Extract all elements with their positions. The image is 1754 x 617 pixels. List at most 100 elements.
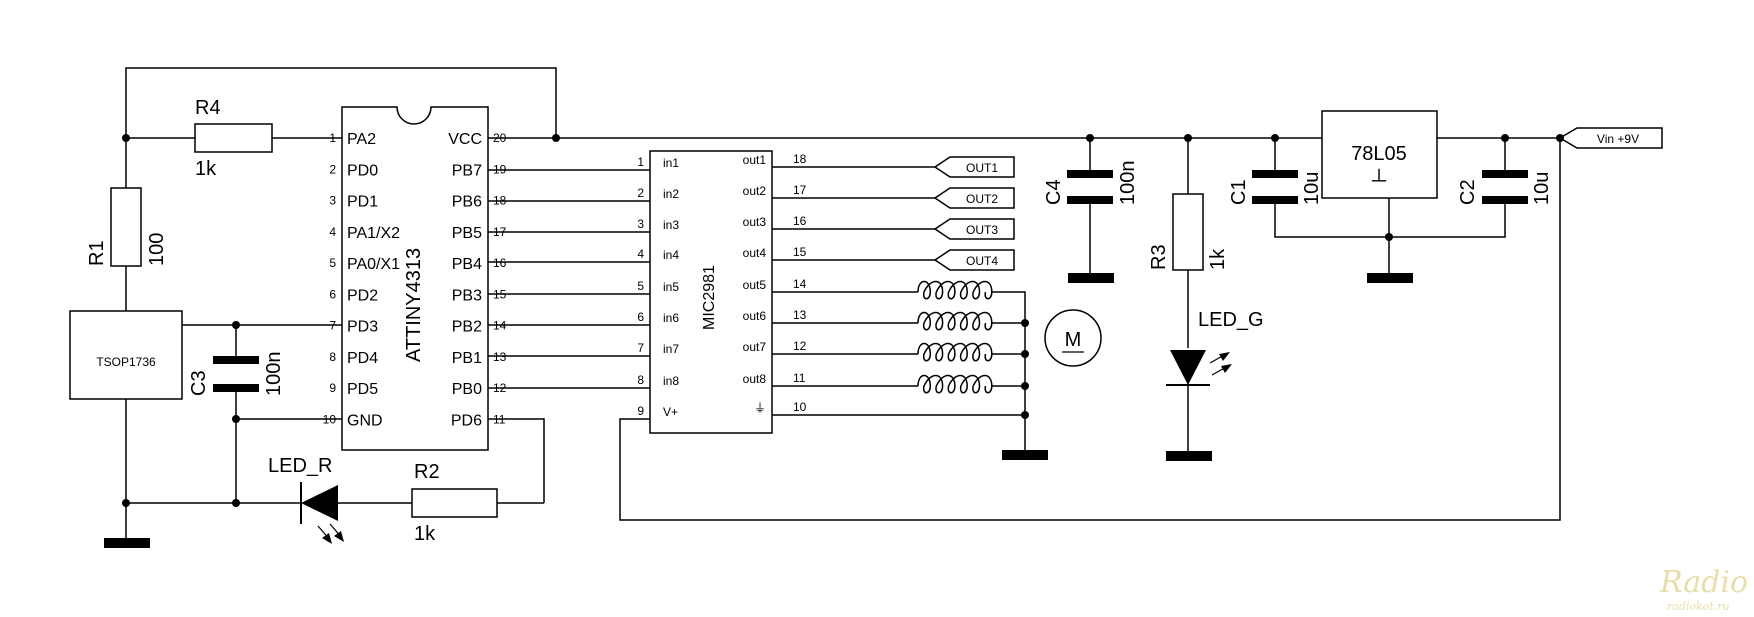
driver-output-name: ⏚ — [754, 401, 766, 415]
vin-net-label: Vin +9V — [1558, 127, 1663, 149]
capacitor-c2: C2 10u — [1457, 170, 1553, 205]
output-net-label: OUT1 — [933, 156, 1015, 178]
driver-output-number: 10 — [793, 400, 807, 414]
output-net-label: OUT3 — [933, 218, 1015, 240]
driver-input-number: 4 — [637, 247, 644, 261]
r3-ref: R3 — [1148, 244, 1170, 270]
driver-input-number: 7 — [637, 341, 644, 355]
resistor-r3: R3 1k — [1148, 193, 1229, 271]
driver-output-name: out7 — [743, 340, 767, 354]
driver-input-name: in2 — [663, 187, 679, 201]
driver-input-name: in6 — [663, 311, 679, 325]
mcu-pin-number: 13 — [493, 350, 507, 364]
driver-output-name: out4 — [743, 246, 767, 260]
mcu-pin-number: 6 — [329, 287, 336, 301]
r3-value: 1k — [1207, 248, 1229, 270]
mcu-pin-number: 8 — [329, 350, 336, 364]
c1-value: 10u — [1301, 172, 1323, 205]
ground-icon — [1166, 451, 1212, 461]
driver-name: MIC2981 — [701, 265, 718, 330]
c4-value: 100n — [1117, 161, 1139, 206]
mcu-pin-name: PA0/X1 — [347, 256, 400, 273]
driver-input-number: 9 — [637, 404, 644, 418]
driver-input-name: in1 — [663, 156, 679, 170]
driver-input-number: 6 — [637, 310, 644, 324]
mcu-pin-name: PB5 — [452, 225, 482, 242]
driver-output-name: out6 — [743, 309, 767, 323]
motor: M — [1044, 309, 1102, 367]
output-net-label: OUT2 — [933, 187, 1015, 209]
driver-output-number: 14 — [793, 277, 807, 291]
driver-input-number: 1 — [637, 155, 644, 169]
driver-output-number: 16 — [793, 214, 807, 228]
led-red: LED_R — [268, 455, 344, 544]
coil-icon — [917, 280, 993, 300]
resistor-r1: R1 100 — [86, 187, 168, 267]
mcu-pin-name: PD1 — [347, 194, 378, 211]
resistor-r2: R2 1k — [411, 461, 498, 545]
capacitor-c1: C1 10u — [1228, 170, 1323, 205]
driver-input-name: in4 — [663, 248, 679, 262]
output-label-text: OUT3 — [966, 223, 998, 237]
driver-output-number: 12 — [793, 339, 807, 353]
motor-label: M — [1065, 329, 1082, 351]
mcu-pin-name: VCC — [448, 131, 482, 148]
output-label-text: OUT1 — [966, 161, 998, 175]
driver-input-number: 8 — [637, 373, 644, 387]
driver-input-name: in5 — [663, 280, 679, 294]
resistor-r4: R4 1k — [194, 97, 273, 180]
driver-output-number: 15 — [793, 245, 807, 259]
coil-icon — [917, 311, 993, 331]
mcu-pin-name: GND — [347, 412, 383, 429]
driver-input-name: in3 — [663, 218, 679, 232]
driver-mic2981: MIC2981 in11in22in33in44in55in66in77in88… — [637, 150, 807, 434]
driver-output-name: out8 — [743, 372, 767, 386]
mcu-pin-name: PB0 — [452, 381, 482, 398]
coil-icon — [917, 342, 993, 362]
led-green: LED_G — [1166, 309, 1264, 386]
mcu-pin-number: 1 — [329, 131, 336, 145]
c4-ref: C4 — [1043, 179, 1065, 205]
watermark: Radio KOT radiokot.ru — [1659, 565, 1754, 613]
mcu-pin-name: PB6 — [452, 194, 482, 211]
c3-value: 100n — [263, 352, 285, 397]
mcu-pin-number: 17 — [493, 225, 507, 239]
driver-input-name: in7 — [663, 342, 679, 356]
driver-output-number: 13 — [793, 308, 807, 322]
junctions — [122, 134, 1564, 507]
mcu-pin-number: 16 — [493, 256, 507, 270]
c3-ref: C3 — [188, 370, 210, 396]
c2-ref: C2 — [1457, 179, 1479, 205]
ground-symbols — [104, 273, 1413, 548]
watermark-site: radiokot.ru — [1667, 600, 1730, 613]
capacitor-c3: C3 100n — [188, 352, 285, 397]
mcu-pin-number: 4 — [329, 225, 336, 239]
mcu-pin-number: 9 — [329, 381, 336, 395]
driver-output-name: out5 — [743, 278, 767, 292]
mcu-pin-number: 11 — [493, 412, 506, 426]
mcu-pin-number: 20 — [493, 131, 507, 145]
driver-input-number: 2 — [637, 186, 644, 200]
output-net-label: OUT4 — [933, 249, 1015, 271]
ground-icon — [1002, 450, 1048, 460]
driver-output-name: out2 — [743, 184, 767, 198]
ground-icon — [1367, 273, 1413, 283]
mcu-pin-name: PD3 — [347, 319, 378, 336]
driver-output-name: out3 — [743, 215, 767, 229]
mcu-pin-number: 18 — [493, 194, 507, 208]
r2-value: 1k — [414, 523, 436, 545]
c2-value: 10u — [1531, 172, 1553, 205]
led-g-ref: LED_G — [1198, 309, 1264, 331]
wires — [125, 67, 1561, 540]
mcu-pin-number: 2 — [329, 162, 336, 176]
mcu-name: ATTINY4313 — [403, 248, 425, 362]
mcu-pin-name: PD5 — [347, 381, 378, 398]
mcu-pin-name: PA1/X2 — [347, 225, 400, 242]
tsop-name: TSOP1736 — [96, 355, 156, 369]
ground-icon — [1068, 273, 1114, 283]
r1-ref: R1 — [86, 240, 108, 266]
mcu-pin-number: 15 — [493, 287, 507, 301]
c1-ref: C1 — [1228, 179, 1250, 205]
coil-windings — [917, 280, 993, 394]
